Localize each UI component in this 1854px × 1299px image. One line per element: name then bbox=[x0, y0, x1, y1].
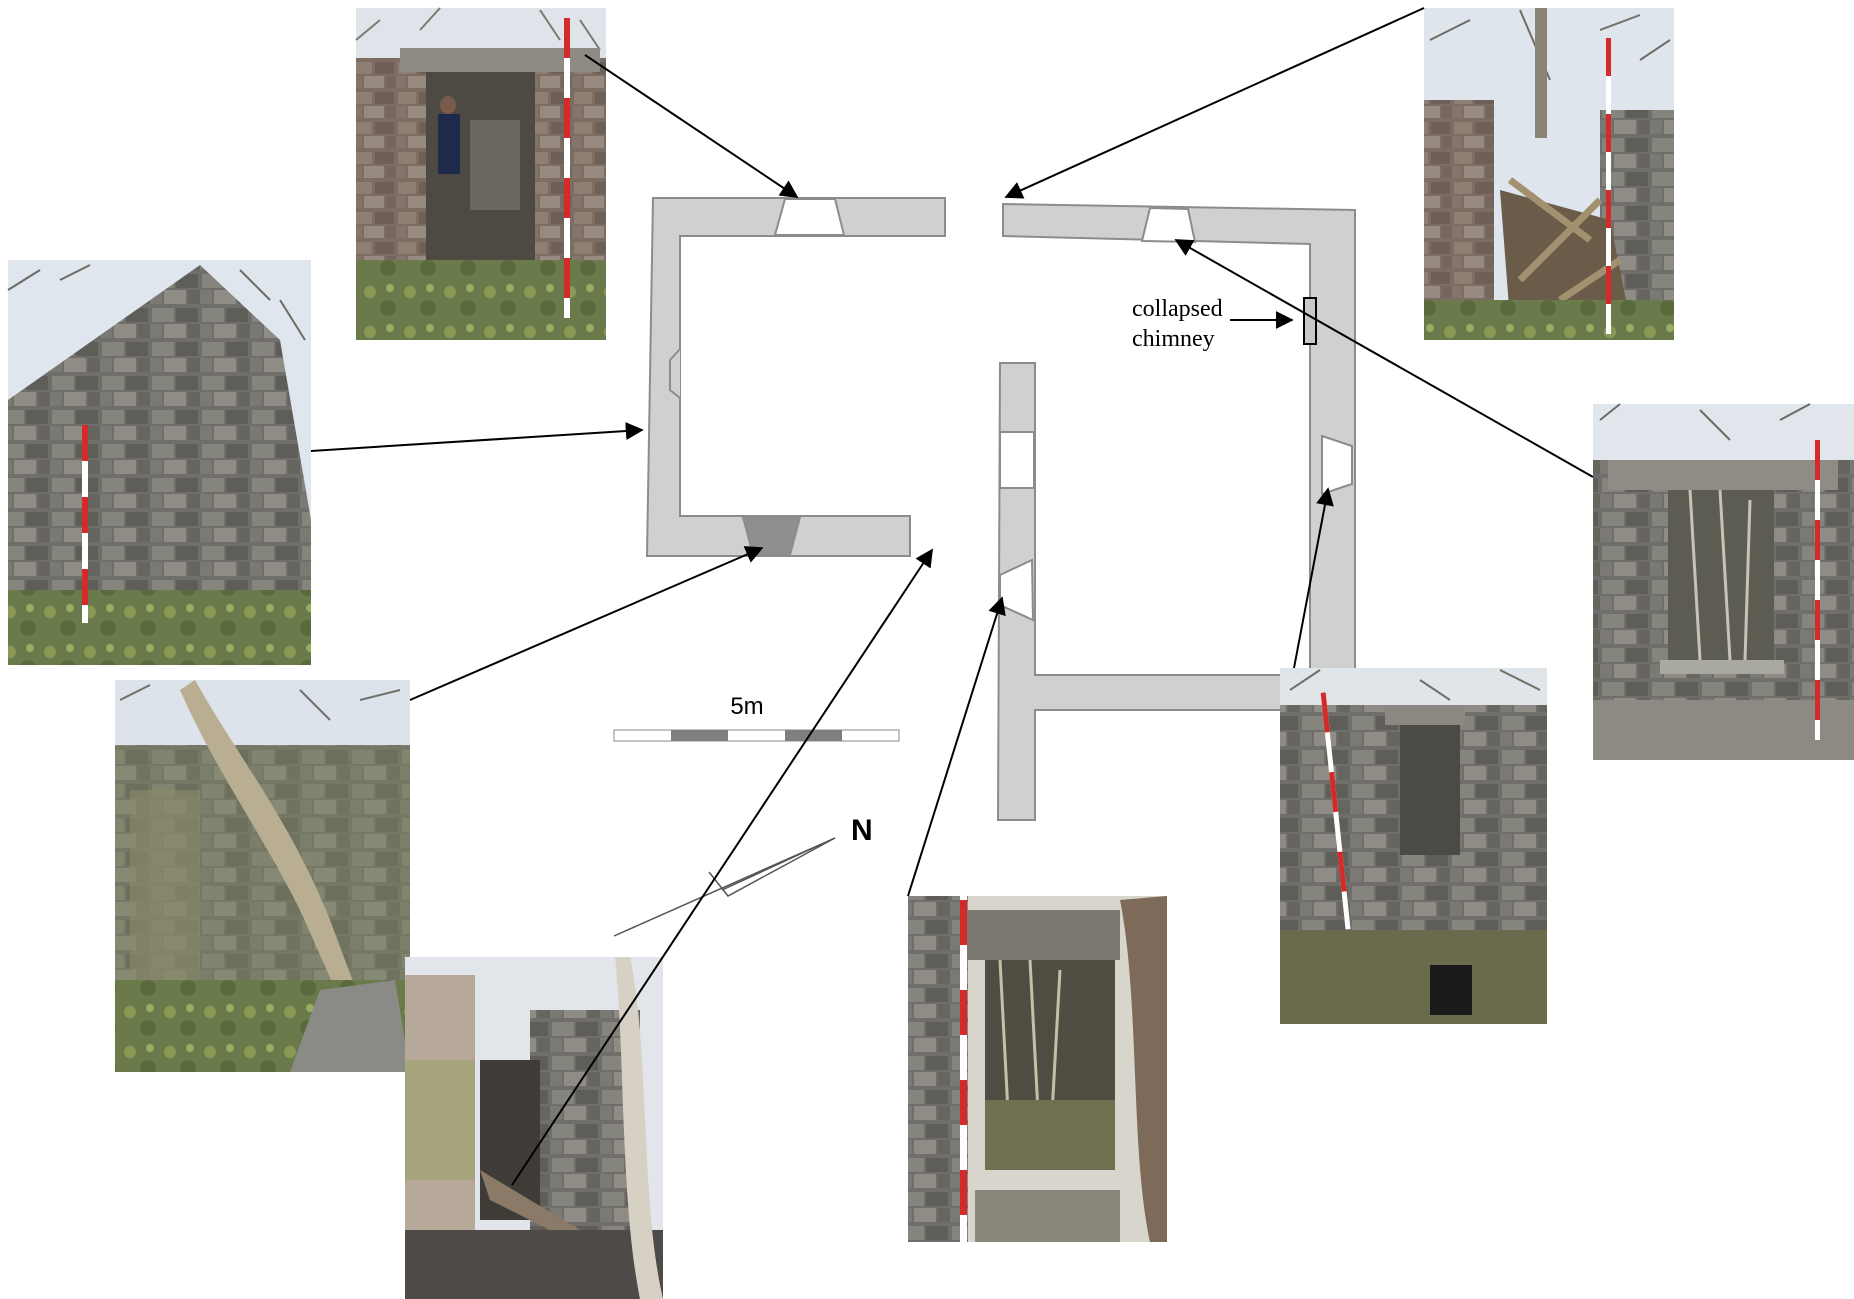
south-blocked-opening bbox=[741, 516, 802, 556]
photo-window bbox=[1593, 403, 1854, 760]
internal-partition bbox=[996, 362, 1311, 821]
west-room-walls bbox=[645, 197, 946, 557]
north-east-opening bbox=[1140, 206, 1197, 244]
scale-bar: 5m bbox=[613, 693, 900, 742]
collapsed-chimney bbox=[1303, 297, 1317, 345]
north-arrow: N bbox=[613, 814, 873, 937]
north-label: N bbox=[851, 814, 873, 847]
chimney-label-line2: chimney bbox=[1132, 326, 1215, 352]
chimney-label-line1: collapsed bbox=[1132, 296, 1223, 322]
photo-internal-doorway bbox=[908, 896, 1167, 1242]
photo-blocked-opening bbox=[115, 680, 410, 1072]
arrow-collapsed-interior bbox=[511, 548, 933, 1186]
photo-collapsed-interior bbox=[405, 957, 663, 1299]
west-wall-projection bbox=[669, 348, 681, 399]
arrow-internal-doorway bbox=[907, 596, 1006, 897]
scale-bar-label: 5m bbox=[730, 693, 763, 720]
photo-east-gable bbox=[7, 260, 311, 665]
arrow-window bbox=[1174, 239, 1594, 478]
arrow-north-doorway bbox=[584, 54, 799, 199]
photo-east-doorway bbox=[1280, 668, 1547, 1024]
pointer-arrows bbox=[310, 7, 1594, 1186]
east-window-opening bbox=[1321, 434, 1353, 496]
arrow-east-gable bbox=[310, 422, 644, 452]
partition-opening bbox=[999, 431, 1035, 489]
arrow-blocked-opening bbox=[409, 546, 764, 701]
arrow-east-doorway bbox=[1293, 487, 1334, 669]
partition-doorway bbox=[999, 558, 1035, 622]
north-doorway-opening bbox=[773, 198, 846, 236]
photo-north-east-corner bbox=[1424, 8, 1674, 340]
photo-north-doorway bbox=[355, 7, 606, 340]
building-plan bbox=[645, 197, 1356, 821]
arrow-north-east-corner bbox=[1004, 7, 1425, 199]
